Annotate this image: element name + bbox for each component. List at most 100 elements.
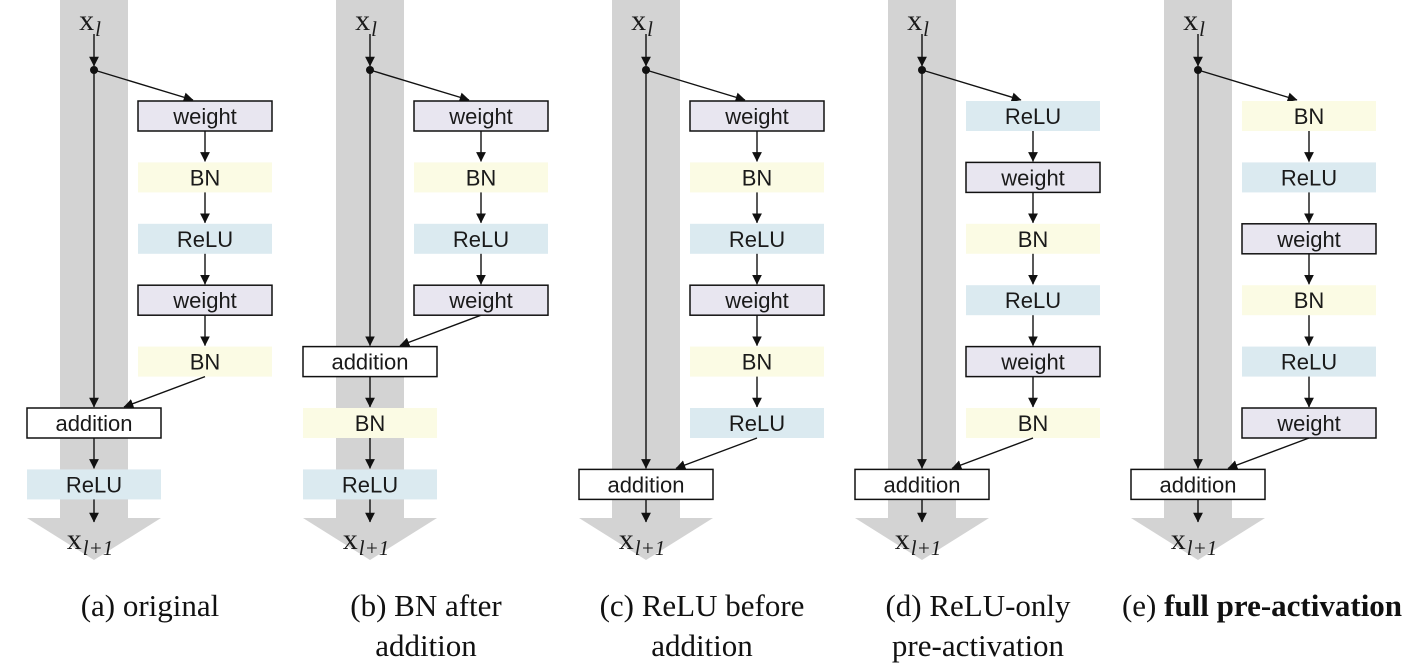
panel-e-output-label-main: x (1171, 523, 1186, 556)
panel-a-branch-1-weight: weight (137, 100, 273, 132)
caption-c: (c) ReLU before addition (557, 586, 847, 666)
panel-e-branch-2-relu-label: ReLU (1281, 165, 1337, 190)
panel-a-input-label-main: x (79, 4, 94, 37)
panel-a-addition-label: addition (55, 411, 132, 436)
panel-a-input-label: xl (79, 4, 101, 41)
panel-a-post-1-relu-label: ReLU (66, 472, 122, 497)
panel-e-branch-4-bn: BN (1242, 285, 1376, 316)
panel-e-branch-5-relu: ReLU (1242, 346, 1376, 377)
panel-d-merge-arrow (951, 437, 1034, 470)
panel-e-branch-4-bn-box (1242, 285, 1376, 316)
panel-d-branch-3-bn-box (966, 223, 1100, 254)
caption-b-line-2: addition (375, 628, 477, 663)
panel-a-branch-3-relu: ReLU (138, 223, 272, 254)
panel-c-branch-4-weight: weight (689, 284, 825, 316)
panel-a-output-label-subscript: l+1 (83, 536, 114, 560)
panel-b-post-2-relu: ReLU (303, 469, 437, 500)
panel-c-branch-2-bn-label: BN (742, 165, 773, 190)
panel-c-addition-box (578, 468, 714, 501)
panel-d-branch-1-relu-label: ReLU (1005, 104, 1061, 129)
panel-b-branch-1-weight: weight (413, 100, 549, 132)
panel-e-branch-4-bn-label: BN (1294, 288, 1325, 313)
panel-d-branch-1-relu-box (966, 101, 1100, 131)
panel-c-branch-6-relu-box (690, 408, 824, 438)
panel-c-output-label: xl+1 (619, 523, 666, 560)
panel-e-output-label: xl+1 (1171, 523, 1218, 560)
panel-a-branch-3-relu-label: ReLU (177, 227, 233, 252)
panel-b-branch-2-bn: BN (414, 162, 548, 193)
panel-e-branch-1-bn-label: BN (1294, 104, 1325, 129)
panel-d-branch-6-bn-box (966, 408, 1100, 438)
panel-d-input-label-main: x (907, 4, 922, 37)
panel-b-merge-arrow (399, 314, 482, 347)
panel-b-addition: addition (302, 345, 438, 378)
panel-c-branch-4-weight-box (689, 284, 825, 316)
panel-b-addition-label: addition (331, 350, 408, 375)
panel-a-branch-entry-arrow (93, 69, 194, 102)
panel-c-output-label-subscript: l+1 (635, 536, 666, 560)
panel-e-input-label-subscript: l (1199, 17, 1205, 41)
panel-d-branch-4-relu-box (966, 285, 1100, 316)
panel-d-input-label-subscript: l (923, 17, 929, 41)
panel-e-branch-6-weight: weight (1241, 407, 1377, 439)
panel-e-branch-1-bn: BN (1242, 101, 1376, 131)
panel-e-branch-5-relu-box (1242, 346, 1376, 377)
panel-b-input-label-main: x (355, 4, 370, 37)
panel-a-branch-5-bn: BN (138, 346, 272, 377)
panel-a-post-1-relu: ReLU (27, 469, 161, 500)
panel-d-branch-2-weight: weight (965, 161, 1101, 194)
panel-b-post-1-bn-label: BN (355, 411, 386, 436)
panel-e-addition: addition (1130, 468, 1266, 501)
caption-d-line-2: pre-activation (891, 628, 1065, 663)
panel-d-branch-4-relu: ReLU (966, 285, 1100, 316)
panel-c-output-label-main: x (619, 523, 634, 556)
panel-e-branch-2-relu: ReLU (1242, 162, 1376, 193)
panel-b-branch-4-weight-box (413, 284, 549, 316)
panel-c-branch-1-weight-label: weight (724, 104, 789, 129)
panel-a-branch-3-relu-box (138, 223, 272, 254)
panel-b-post-1-bn: BN (303, 408, 437, 438)
panel-c-branch-5-bn-box (690, 346, 824, 377)
panel-c-branch-5-bn-label: BN (742, 350, 773, 375)
panel-e-output-label-subscript: l+1 (1187, 536, 1218, 560)
panel-b-post-1-bn-box (303, 408, 437, 438)
caption-b-line-1: (b) BN after (350, 588, 502, 623)
panel-a-branch-2-bn: BN (138, 162, 272, 193)
caption-e-bold: full pre-activation (1164, 588, 1403, 623)
panel-a-input-label-subscript: l (95, 17, 101, 41)
panel-c-merge-arrow (675, 437, 758, 470)
panel-e-branch-6-weight-box (1241, 407, 1377, 439)
panel-a-branch-4-weight: weight (137, 284, 273, 316)
panel-d-branch-5-weight-label: weight (1000, 350, 1065, 375)
panel-d-branch-3-bn: BN (966, 223, 1100, 254)
panel-c-input-label: xl (631, 4, 653, 41)
panel-d-branch-3-bn-label: BN (1018, 227, 1049, 252)
panel-a-branch-5-bn-label: BN (190, 350, 221, 375)
caption-b: (b) BN after addition (281, 586, 571, 666)
panel-b-output-label-subscript: l+1 (359, 536, 390, 560)
panel-c-addition: addition (578, 468, 714, 501)
panel-a-branch-2-bn-box (138, 162, 272, 193)
panel-a-branch-1-weight-label: weight (172, 104, 237, 129)
panel-b-branch-4-weight-label: weight (448, 288, 513, 313)
panel-c-branch-3-relu: ReLU (690, 223, 824, 254)
panel-b-branch-3-relu-label: ReLU (453, 227, 509, 252)
panel-e-branch-entry-arrow (1197, 69, 1298, 102)
panel-d-output-label: xl+1 (895, 523, 942, 560)
panel-b-output-label-main: x (343, 523, 358, 556)
caption-d: (d) ReLU-only pre-activation (833, 586, 1123, 666)
panel-b-branch-2-bn-label: BN (466, 165, 497, 190)
panel-b-post-2-relu-box (303, 469, 437, 500)
panel-d-addition-label: addition (883, 472, 960, 497)
panel-c-branch-6-relu: ReLU (690, 408, 824, 438)
panel-c-branch-2-bn-box (690, 162, 824, 193)
panel-b-branch-3-relu: ReLU (414, 223, 548, 254)
panel-d-addition: addition (854, 468, 990, 501)
panel-c-branch-3-relu-box (690, 223, 824, 254)
panel-a-addition: addition (26, 407, 162, 439)
